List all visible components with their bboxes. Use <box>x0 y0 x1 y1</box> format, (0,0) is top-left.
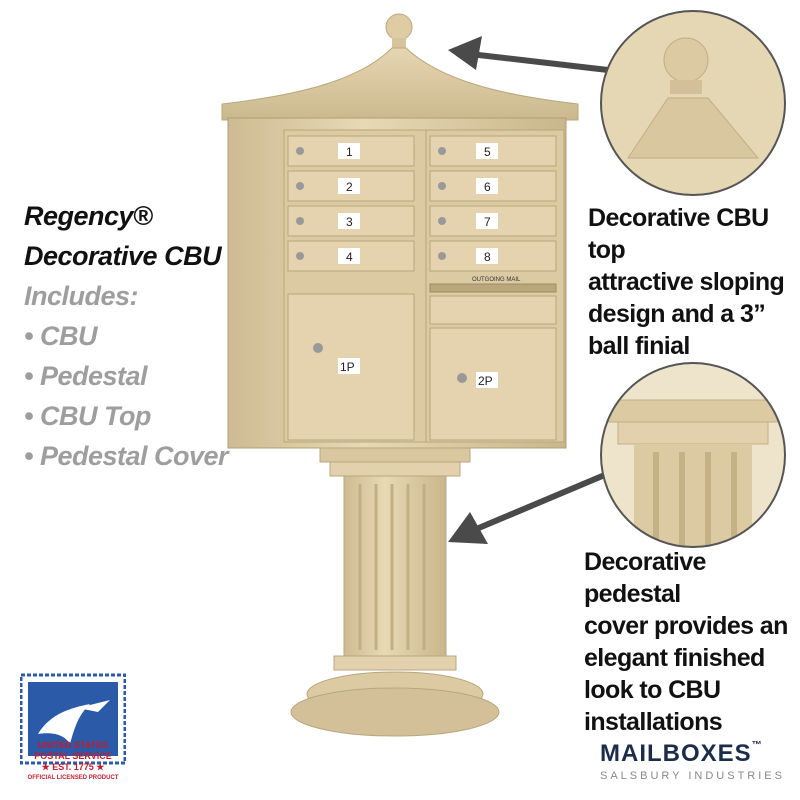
door-number-6: 6 <box>484 180 491 194</box>
usps-line: ★ EST. 1775 ★ <box>41 762 105 772</box>
outgoing-mail-label: OUTGOING MAIL <box>472 277 521 283</box>
usps-line: OFFICIAL LICENSED PRODUCT <box>27 775 119 781</box>
door-5[interactable]: 5 <box>429 135 557 167</box>
arrow-to-pedestal-detail <box>448 463 628 544</box>
door-2[interactable]: 2 <box>287 170 415 202</box>
parcel-number-1p: 1P <box>340 360 355 374</box>
includes-item-pedestal-cover: • Pedestal Cover <box>24 441 229 471</box>
detail-circle-top <box>600 10 786 196</box>
door-number-3: 3 <box>346 215 353 229</box>
usps-eagle-logo <box>20 673 126 765</box>
callout-bottom-text: Decorative pedestal cover provides an el… <box>584 546 800 738</box>
usps-logo-text: UNITED STATES POSTAL SERVICE ★ EST. 1775… <box>20 740 126 784</box>
callout-top-line: design and a 3” <box>588 300 766 328</box>
sloping-top <box>221 47 579 121</box>
usps-line: UNITED STATES <box>37 740 109 750</box>
product-name-line2: Decorative CBU <box>24 241 222 271</box>
product-name-line1: Regency® <box>24 201 153 231</box>
door-1[interactable]: 1 <box>287 135 415 167</box>
outgoing-mail-slot[interactable] <box>429 283 557 293</box>
usps-line: POSTAL SERVICE <box>34 751 112 761</box>
door-6[interactable]: 6 <box>429 170 557 202</box>
includes-item-cbu: • CBU <box>24 321 97 351</box>
door-number-4: 4 <box>346 250 353 264</box>
mailbox-illustration: 1 2 3 4 5 6 7 8 OUTGOING MAIL 1P 2P <box>221 13 579 737</box>
detail-circle-pedestal <box>600 362 786 548</box>
ball-finial <box>385 13 413 48</box>
brand-tm: ™ <box>751 740 763 751</box>
callout-top-line: Decorative CBU top <box>588 204 769 264</box>
includes-heading: Includes: <box>24 281 139 311</box>
arrow-to-top-detail <box>448 36 609 73</box>
brand-name: MAILBOXES <box>600 740 752 767</box>
callout-bottom-line: Decorative pedestal <box>584 548 706 608</box>
door-3[interactable]: 3 <box>287 205 415 237</box>
door-number-2: 2 <box>346 180 353 194</box>
door-8[interactable]: 8 <box>429 240 557 272</box>
callout-top-line: ball finial <box>588 332 690 360</box>
brand-subtitle: SALSBURY INDUSTRIES <box>600 770 785 782</box>
callout-bottom-line: look to CBU <box>584 676 721 704</box>
callout-top-line: attractive sloping <box>588 268 785 296</box>
door-number-5: 5 <box>484 145 491 159</box>
door-number-7: 7 <box>484 215 491 229</box>
callout-bottom-line: cover provides an <box>584 612 788 640</box>
includes-item-cbu-top: • CBU Top <box>24 401 151 431</box>
callout-bottom-line: installations <box>584 708 723 736</box>
includes-item-pedestal: • Pedestal <box>24 361 148 391</box>
parcel-door-1p[interactable]: 1P <box>287 293 415 441</box>
parcel-door-2p[interactable]: 2P <box>429 327 557 441</box>
parcel-number-2p: 2P <box>478 374 493 388</box>
mailboxes-brand-logo: MAILBOXES™ SALSBURY INDUSTRIES <box>600 740 785 782</box>
door-number-1: 1 <box>346 145 353 159</box>
door-7[interactable]: 7 <box>429 205 557 237</box>
door-4[interactable]: 4 <box>287 240 415 272</box>
pedestal <box>290 447 500 737</box>
callout-bottom-line: elegant finished <box>584 644 765 672</box>
door-number-8: 8 <box>484 250 491 264</box>
callout-top-text: Decorative CBU top attractive sloping de… <box>588 202 800 362</box>
